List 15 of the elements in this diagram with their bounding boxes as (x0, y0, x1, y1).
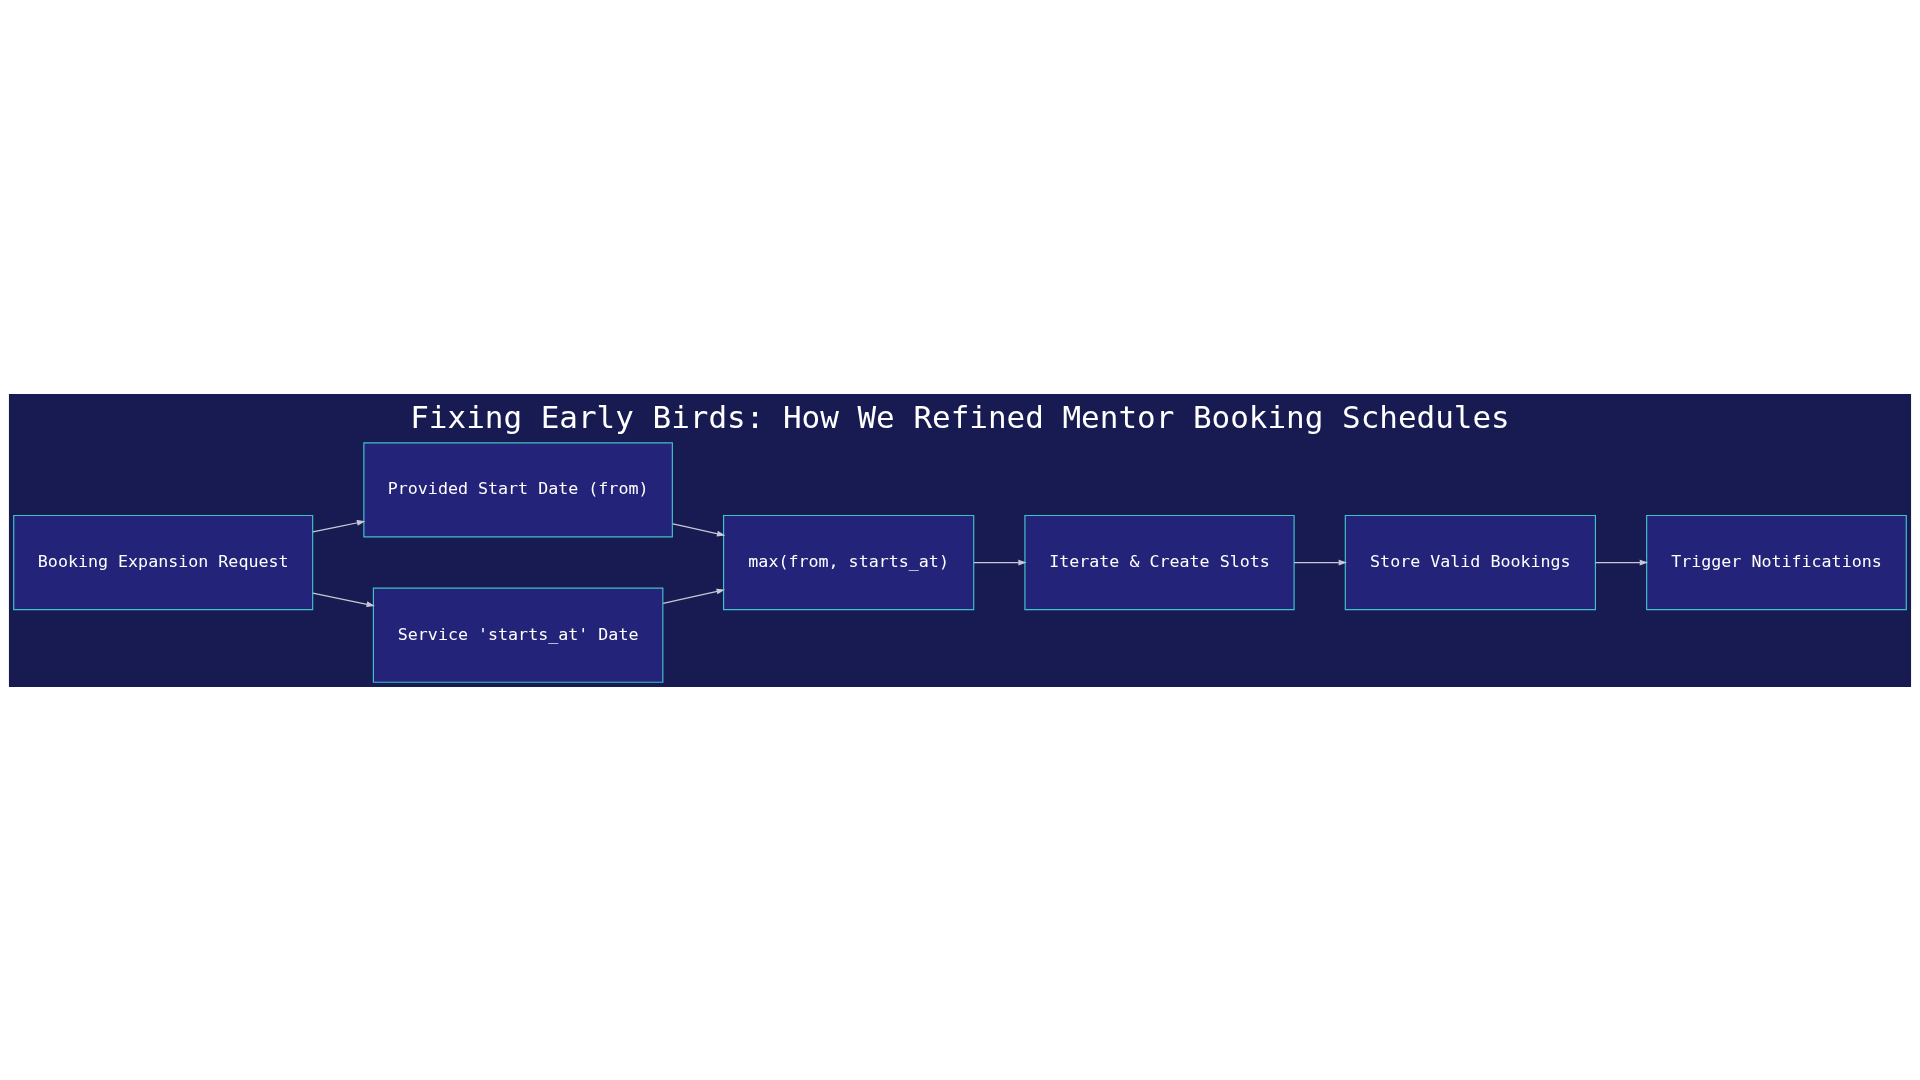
arrow (973, 559, 1027, 565)
node-box: Booking Expansion Request (13, 514, 314, 610)
node-box: Trigger Notifications (1646, 514, 1907, 610)
arrow (672, 522, 726, 537)
node-box: Service 'starts_at' Date (372, 587, 664, 683)
node-box: Store Valid Bookings (1344, 514, 1597, 610)
arrow (1293, 559, 1347, 565)
arrow (1594, 559, 1649, 565)
diagram-title: Fixing Early Birds: How We Refined Mentor Booking Schedules (410, 398, 1510, 435)
node-box: max(from, starts_at) (723, 514, 975, 610)
arrow (662, 588, 725, 604)
node-box: Iterate & Create Slots (1024, 514, 1295, 610)
arrow (312, 519, 366, 533)
arrow (312, 592, 375, 607)
node-box: Provided Start Date (from) (363, 441, 673, 538)
